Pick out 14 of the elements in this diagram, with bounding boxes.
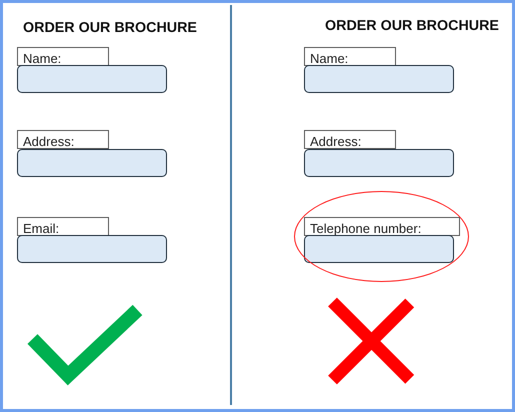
form-heading: ORDER OUR BROCHURE: [325, 18, 499, 35]
form-heading: ORDER OUR BROCHURE: [23, 20, 197, 37]
input-field: [304, 65, 454, 93]
input-field: [304, 235, 454, 263]
field-label: Name:: [304, 47, 396, 66]
field-label: Address:: [17, 130, 109, 149]
field-label: Email:: [17, 217, 109, 236]
input-field: [17, 235, 167, 263]
input-field: [304, 149, 454, 177]
field-label: Name:: [17, 47, 109, 66]
input-field: [17, 149, 167, 177]
field-label: Address:: [304, 130, 396, 149]
field-label: Telephone number:: [304, 217, 460, 236]
input-field: [17, 65, 167, 93]
